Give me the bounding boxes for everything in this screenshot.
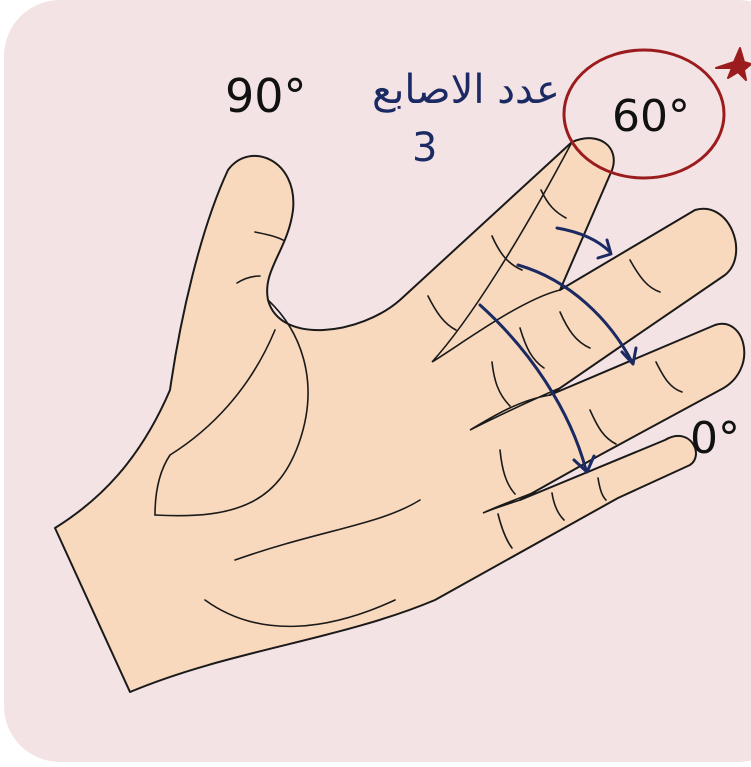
- angle-60-label: 60°: [612, 95, 690, 139]
- star-icon: [716, 48, 751, 80]
- angle-0-label: 0°: [690, 417, 740, 461]
- finger-count-value: 3: [412, 128, 437, 168]
- palm: [55, 138, 744, 692]
- fingers-count-note: عدد الاصابع: [372, 70, 560, 110]
- angle-90-label: 90°: [225, 73, 307, 119]
- hand: [55, 138, 744, 692]
